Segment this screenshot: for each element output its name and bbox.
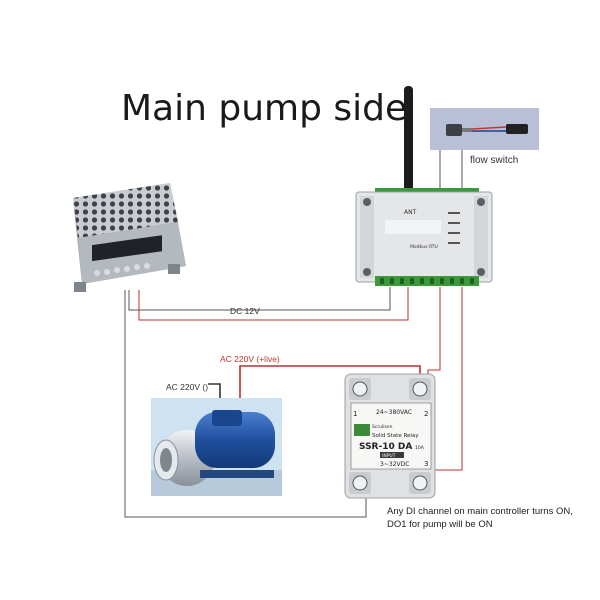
ssr-terminal-2-label: 2 <box>424 410 428 418</box>
dc-12v-label: DC 12V <box>230 306 260 316</box>
ssr-terminal-4 <box>352 475 368 491</box>
page-title: Main pump side <box>121 88 408 129</box>
ground-loop-wire <box>124 290 367 518</box>
rtu-antenna-label: ANT <box>404 209 417 216</box>
ssr-terminal-3-label: 3 <box>424 460 428 468</box>
ssr-input-label: INPUT <box>382 453 396 459</box>
ssr-dc-range: 3~32VDC <box>380 461 409 468</box>
ac-neutral-label: AC 220V () <box>166 382 209 392</box>
ssr-terminal-3 <box>412 475 428 491</box>
ssr-terminal-2 <box>412 381 428 397</box>
ssr-terminal-1 <box>352 381 368 397</box>
operation-note-line-1: Any DI channel on main controller turns … <box>387 506 573 517</box>
pump <box>151 398 282 496</box>
wires <box>124 148 463 518</box>
dc-wire-positive <box>138 287 409 321</box>
ac-live-label: AC 220V (+live) <box>220 354 280 364</box>
do1-return-wire <box>423 287 463 471</box>
rtu-controller: ANT Modbus RTU <box>355 86 493 286</box>
flow-switch <box>430 108 539 150</box>
power-supply <box>73 183 186 292</box>
operation-note-line-2: DO1 for pump will be ON <box>387 519 493 530</box>
ssr-ac-range: 24~380VAC <box>376 409 412 416</box>
dc-wire-negative <box>128 287 391 311</box>
flow-switch-label: flow switch <box>470 155 519 166</box>
ssr-model: SSR-10 DA <box>359 442 412 452</box>
power-supply-terminals <box>94 263 150 276</box>
operation-note: Any DI channel on main controller turns … <box>387 505 573 531</box>
ssr-title-line: Solid State Relay <box>372 433 419 439</box>
ssr-brand: Scrulisen <box>372 424 393 430</box>
do1-wire <box>427 287 441 385</box>
ssr-terminal-1-label: 1 <box>353 410 357 418</box>
ssr-rating: 10A <box>415 445 425 451</box>
solid-state-relay: 24~380VAC 1 2 Scrulisen Solid State Rela… <box>344 373 436 499</box>
antenna <box>404 86 413 198</box>
rtu-model-label: Modbus RTU <box>410 244 438 250</box>
